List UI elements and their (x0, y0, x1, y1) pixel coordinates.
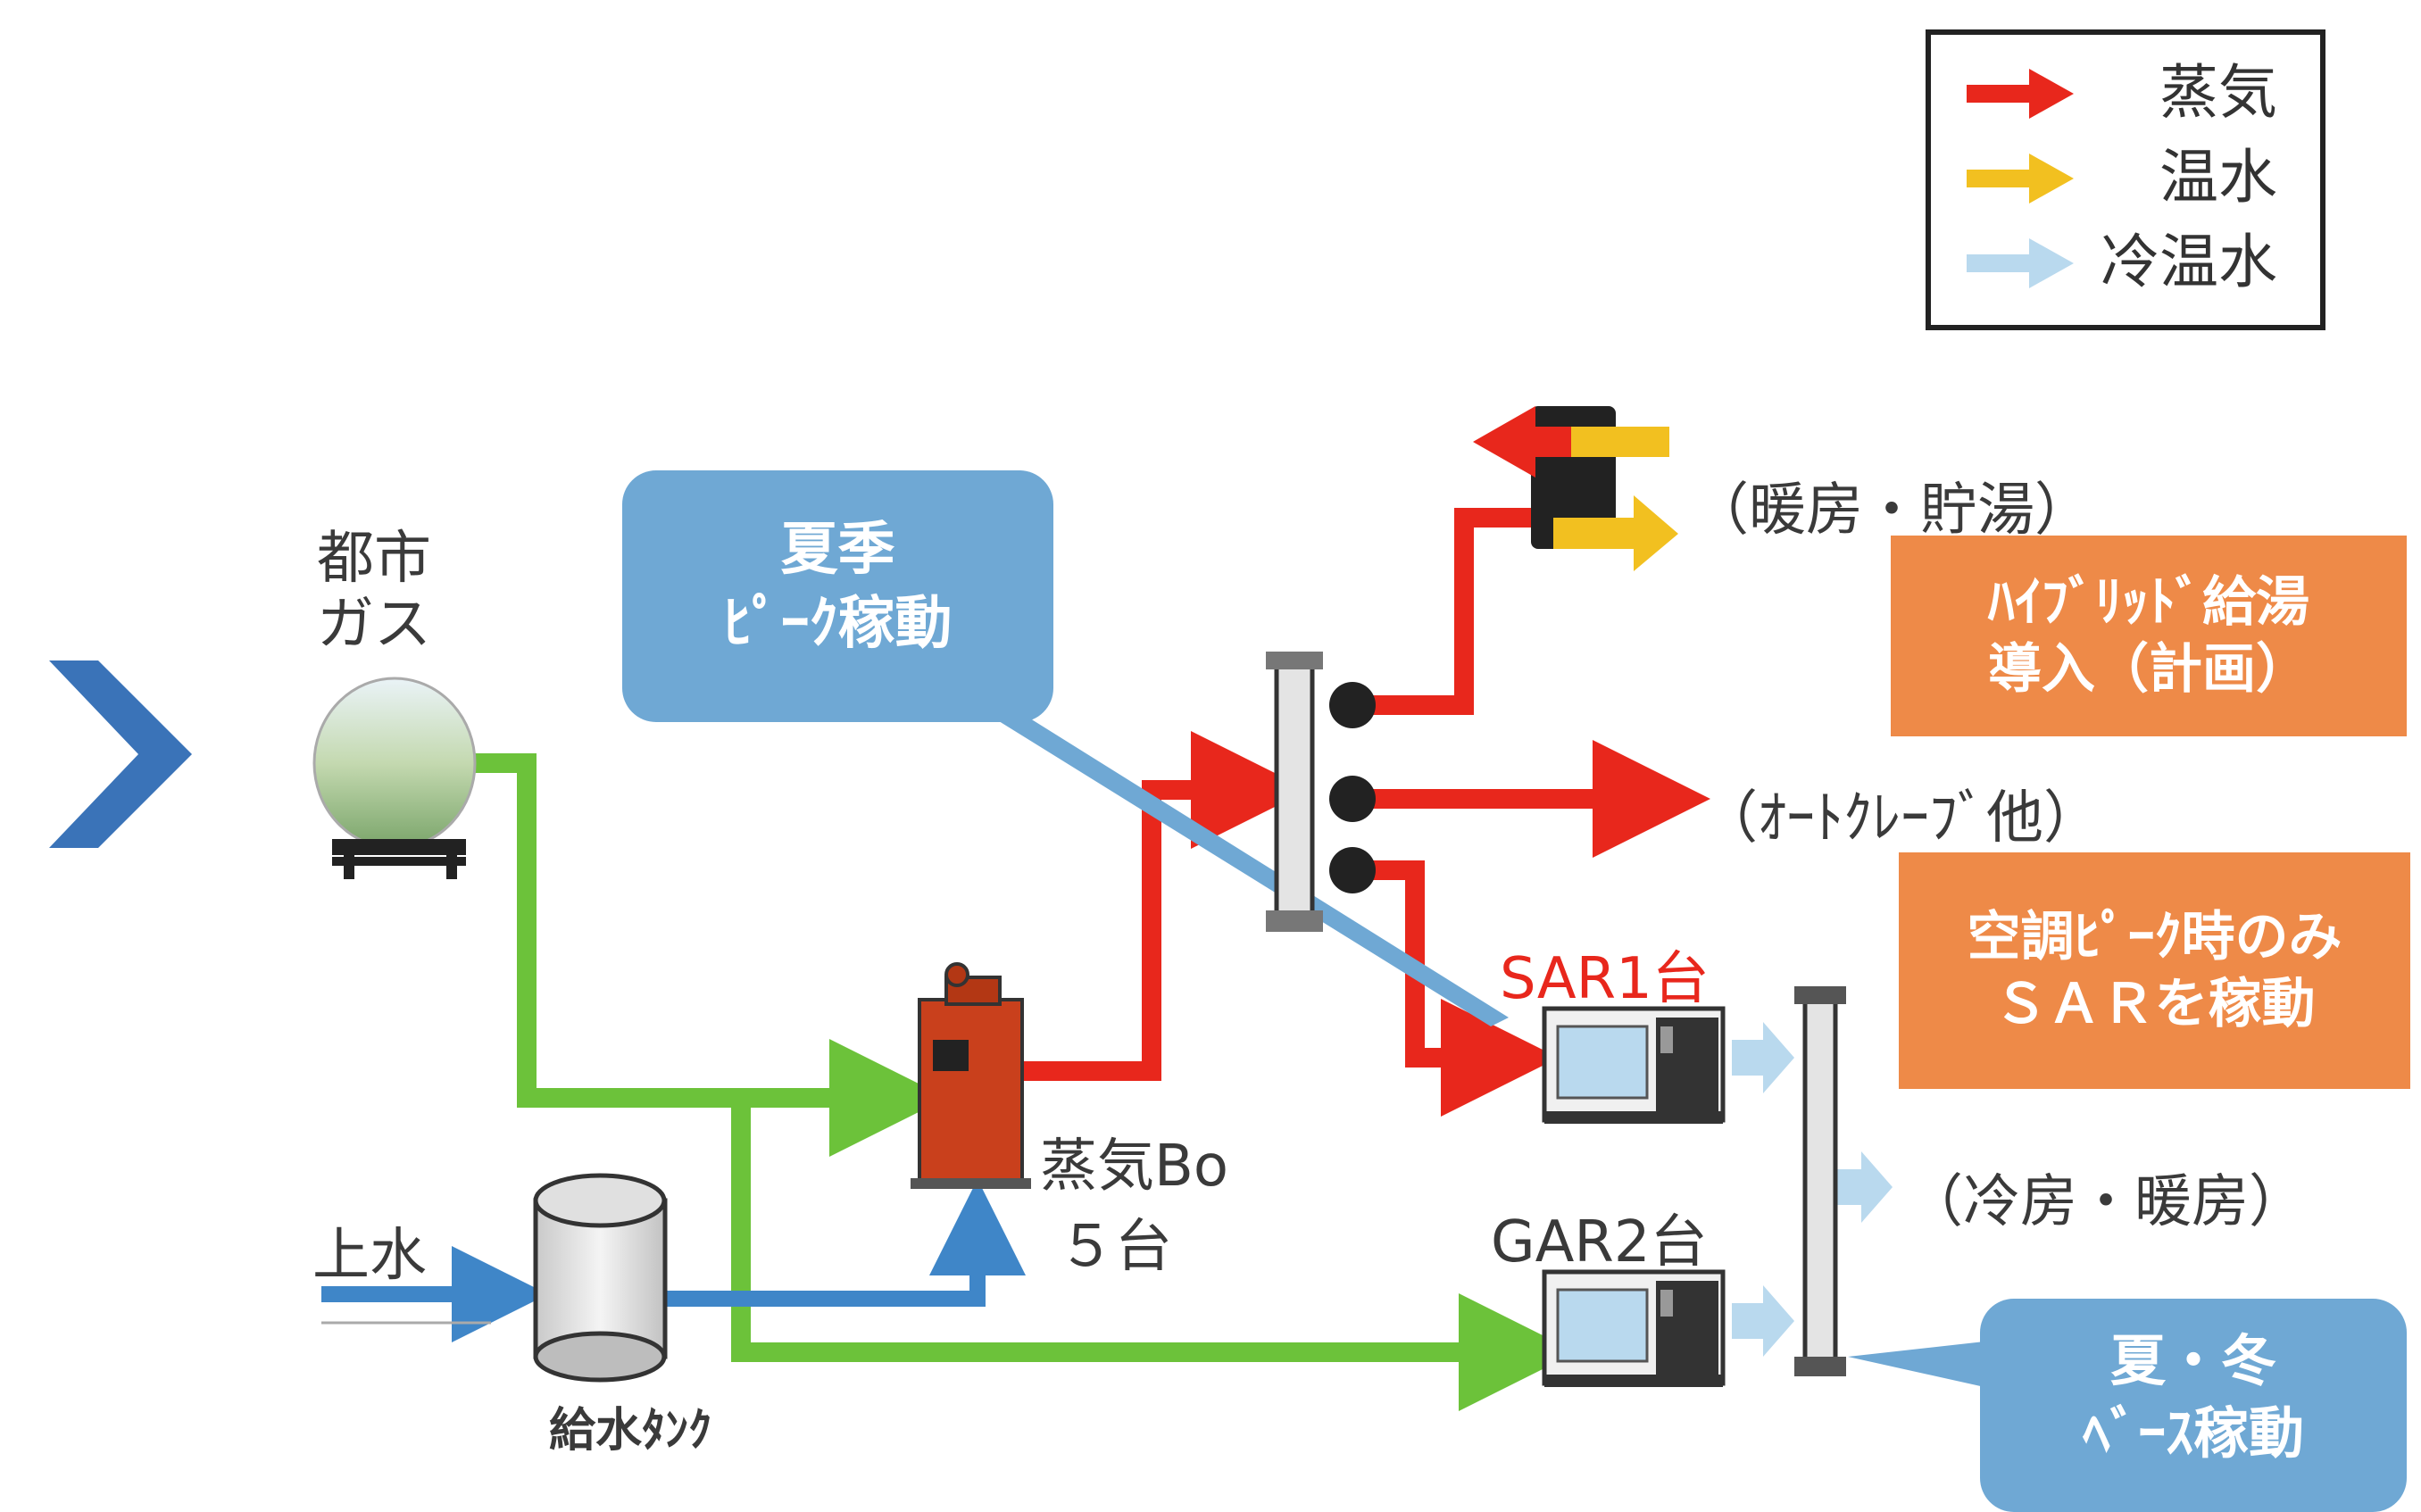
steam-boiler-icon (911, 962, 1031, 1189)
boiler-count-label: ５台 (1058, 1214, 1172, 1280)
chilled-header (1794, 986, 1846, 1376)
water-tank-icon (533, 1173, 668, 1383)
city-gas-label: 都市 ガス (317, 526, 431, 658)
note-line: ﾊｲﾌﾞﾘｯﾄﾞ給湯 (1988, 570, 2309, 634)
sar-label: SAR1台 (1500, 946, 1710, 1012)
callout-line: 夏・冬 (2109, 1328, 2276, 1393)
legend-item-steam: 蒸気 (1931, 53, 2320, 133)
summer-callout-pointer (973, 705, 1509, 1026)
sar-peak-note: 空調ﾋﾟｰｸ時のみ ＳＡＲを稼動 (1899, 852, 2410, 1089)
chilled-lines (1732, 1022, 1893, 1357)
summer-peak-callout: 夏季 ﾋﾟｰｸ稼動 (622, 513, 1053, 661)
red-arrow-icon (1967, 69, 2074, 119)
hybrid-heater-icon (1473, 406, 1678, 571)
base-callout-box (1980, 1299, 2407, 1512)
note-line: ＳＡＲを稼動 (1993, 972, 2316, 1035)
sar-chiller-icon (1542, 1006, 1726, 1124)
yellow-arrow-icon (1967, 154, 2074, 204)
gas-tank-icon (312, 677, 477, 879)
legend-label: 冷温水 (2101, 228, 2277, 296)
chevron-right-icon (49, 660, 192, 848)
gas-lines (464, 753, 1577, 1411)
legend-label: 温水 (2159, 143, 2277, 212)
base-callout-pointer (1848, 1339, 2009, 1392)
output-heating-storage: （暖房・貯湯） (1692, 478, 2092, 544)
output-autoclave: （ｵｰﾄｸﾚｰﾌﾞ他） (1701, 785, 2101, 852)
year-base-callout: 夏・冬 ﾍﾞｰｽ稼動 (1980, 1325, 2407, 1469)
legend: 蒸気 温水 冷温水 (1926, 29, 2325, 330)
hybrid-note: ﾊｲﾌﾞﾘｯﾄﾞ給湯 導入（計画） (1891, 536, 2407, 736)
legend-item-chilled-water: 冷温水 (1931, 222, 2320, 303)
note-line: 導入（計画） (1988, 637, 2309, 701)
gar-label: GAR2台 (1491, 1209, 1708, 1275)
gar-chiller-icon (1542, 1269, 1726, 1387)
note-line: 空調ﾋﾟｰｸ時のみ (1967, 905, 2342, 968)
callout-line: ﾋﾟｰｸ稼動 (723, 591, 953, 658)
callout-line: ﾍﾞｰｽ稼動 (2082, 1400, 2304, 1466)
summer-callout-box (622, 470, 1053, 722)
tap-water-label: 上水 (312, 1223, 427, 1289)
legend-label: 蒸気 (2159, 58, 2277, 127)
feed-tank-label: 給水ﾀﾝｸ (549, 1404, 712, 1458)
boiler-name-label: 蒸気Bo (1040, 1134, 1229, 1200)
legend-item-hot-water: 温水 (1931, 137, 2320, 218)
callout-line: 夏季 (780, 517, 895, 583)
water-lines (321, 1179, 1026, 1342)
output-cooling-heating: （冷房・暖房） (1906, 1169, 2306, 1235)
lightblue-arrow-icon (1967, 238, 2074, 288)
steam-header (1266, 652, 1376, 932)
